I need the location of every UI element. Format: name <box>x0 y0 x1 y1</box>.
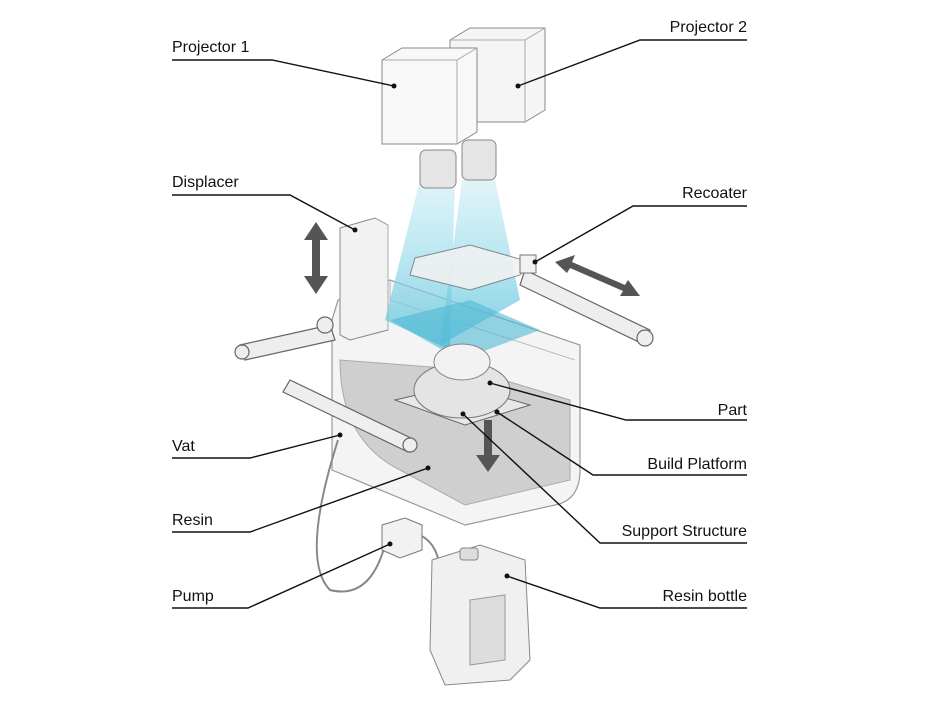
label-displacer: Displacer <box>172 174 239 191</box>
leader-dots <box>337 83 538 579</box>
tube <box>315 439 386 593</box>
displacer <box>339 217 389 341</box>
resin-fill <box>339 359 571 506</box>
label-build-platform: Build Platform <box>647 456 747 473</box>
label-resin-bottle: Resin bottle <box>662 588 748 605</box>
label-projector-2: Projector 2 <box>669 19 747 36</box>
part <box>393 343 532 426</box>
label-part: Part <box>717 402 747 419</box>
label-projector-1: Projector 1 <box>172 39 250 56</box>
resin-bottle <box>429 544 531 686</box>
label-support-structure: Support Structure <box>621 523 747 540</box>
label-pump: Pump <box>172 588 214 605</box>
label-recoater: Recoater <box>682 185 747 202</box>
leader-lines <box>172 39 747 609</box>
recoater <box>409 244 537 291</box>
label-vat: Vat <box>172 438 195 455</box>
motion-arrows <box>304 222 640 472</box>
projector-1 <box>381 47 478 189</box>
pump <box>381 517 423 559</box>
rails <box>234 269 654 453</box>
label-resin: Resin <box>172 512 213 529</box>
